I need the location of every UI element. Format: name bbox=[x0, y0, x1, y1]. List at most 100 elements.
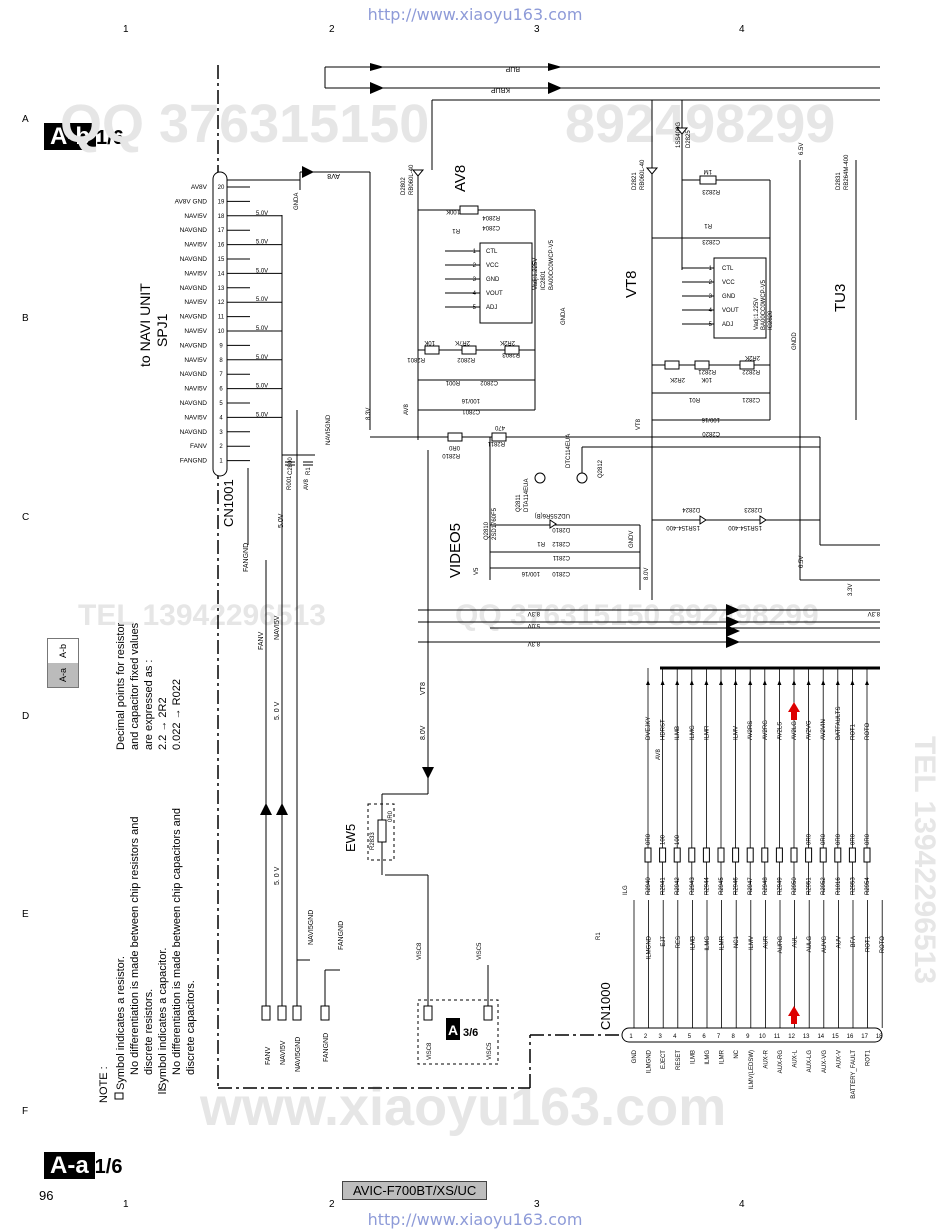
ic-part: BA00CC0WCP-V5 bbox=[549, 239, 555, 290]
part-value: 0R0 bbox=[807, 833, 813, 845]
net-label: NAVI5V bbox=[274, 615, 281, 640]
part-ref: D2831 bbox=[836, 172, 842, 190]
note-line: discrete resistors. bbox=[143, 989, 155, 1075]
ic-pin-number: 3 bbox=[709, 294, 713, 300]
resistor-bank-item bbox=[761, 847, 769, 863]
arrow-up-icon bbox=[835, 680, 840, 685]
pin-voltage: 5.0V bbox=[256, 326, 268, 332]
arrow-up-icon bbox=[850, 680, 855, 685]
watermark: TEL 13942296513 bbox=[908, 736, 941, 984]
resistor-r2822 bbox=[739, 360, 755, 370]
part-ref: C2802 bbox=[480, 379, 498, 385]
resistor-r2811 bbox=[491, 432, 507, 442]
pin-number: 18 bbox=[218, 214, 225, 220]
arrow-up-icon bbox=[762, 680, 767, 685]
block-label: AV8 bbox=[452, 165, 469, 192]
arrow-icon bbox=[726, 604, 740, 616]
net-label: 8.3V bbox=[366, 408, 372, 420]
pin-number: 2 bbox=[644, 1034, 648, 1040]
net-label: VISC8 bbox=[417, 942, 423, 960]
resistor-bank-item bbox=[644, 847, 652, 863]
arrow-icon bbox=[548, 82, 562, 94]
arrow-up-icon bbox=[719, 680, 723, 685]
sheet-tag-label: A-b bbox=[44, 123, 96, 150]
ic-pin-label: GND bbox=[722, 294, 736, 300]
pin-net: ILMV bbox=[749, 936, 755, 950]
pin-voltage: 5.0V bbox=[256, 240, 268, 246]
pad bbox=[261, 1005, 271, 1021]
resistor-bank-item bbox=[732, 847, 740, 863]
pin-name: NAVGND bbox=[180, 256, 208, 263]
rail-label: 8.3V bbox=[868, 610, 880, 616]
resistor-r2803 bbox=[504, 345, 520, 355]
part-value: 2R2K bbox=[500, 339, 515, 345]
pin-name: EJECT bbox=[661, 1050, 667, 1069]
watermark: QQ 376315150 bbox=[60, 94, 429, 154]
part-ref: R2801 bbox=[407, 356, 425, 362]
pin-number: 9 bbox=[746, 1034, 750, 1040]
net-label: ILG bbox=[623, 885, 629, 895]
ic-ref: IC2820 bbox=[768, 310, 774, 330]
pin-name: ILMG bbox=[705, 1050, 711, 1065]
part-ref: R2822 bbox=[742, 368, 760, 374]
transistor-q2812 bbox=[576, 472, 588, 484]
arrow-up-icon bbox=[260, 803, 272, 815]
note-line: discrete capacitors. bbox=[185, 980, 197, 1075]
resistor-bank-item bbox=[848, 847, 856, 863]
part-value: 0R0 bbox=[836, 833, 842, 845]
sheet-ref-label: A bbox=[448, 1022, 458, 1038]
pin-net: BFA bbox=[851, 936, 857, 947]
mini-index[interactable]: A-b A-a bbox=[47, 638, 79, 688]
ic-pin-label: ADJ bbox=[486, 305, 497, 311]
pin-name: NC bbox=[734, 1049, 740, 1058]
pin-net: ROT1 bbox=[866, 935, 872, 952]
pin-number: 20 bbox=[218, 185, 225, 191]
pin-number: 14 bbox=[218, 271, 225, 277]
pin-name: ROT1 bbox=[866, 1049, 872, 1066]
net-label: VISC5 bbox=[477, 942, 483, 960]
part-ref: C2821 bbox=[742, 396, 760, 402]
arrow-up-icon bbox=[806, 680, 811, 685]
watermark: QQ 376315150 892498299 bbox=[455, 599, 819, 632]
resistor-bank-item bbox=[834, 847, 842, 863]
footer-url[interactable]: http://www.xiaoyu163.com bbox=[367, 1210, 583, 1229]
net-label: 6.5V bbox=[799, 556, 805, 568]
diode-d2802 bbox=[411, 169, 425, 177]
resistor-r2821b bbox=[694, 360, 710, 370]
part-value: 1SR154-400 bbox=[728, 524, 762, 530]
pin-net: AUR bbox=[763, 935, 769, 948]
part-ref: D2802 bbox=[401, 177, 407, 195]
net-label: 5. 0 V bbox=[274, 701, 281, 720]
part-ref: R2833 bbox=[370, 832, 376, 850]
pin-net: ILMG bbox=[705, 936, 711, 951]
pin-name: AUX-L bbox=[793, 1049, 799, 1067]
decimal-note-line: are expressed as : bbox=[143, 660, 155, 751]
ic-ref: IC2801 bbox=[541, 270, 547, 290]
pin-name: NAVI5V bbox=[184, 328, 207, 335]
ic-pin-label: ADJ bbox=[722, 322, 733, 328]
part-value: 470 bbox=[494, 424, 505, 430]
ic-part: BA00CC0WCP-V5 bbox=[761, 279, 767, 330]
bus-signal: ILMR bbox=[704, 725, 710, 740]
col-number: 3 bbox=[534, 1199, 540, 1210]
net-label: NAVI5GND bbox=[308, 910, 315, 945]
pin-voltage: 5.0V bbox=[256, 297, 268, 303]
net-label: AV8 bbox=[327, 172, 340, 179]
bus-signal: DVEJKY bbox=[646, 717, 652, 740]
pin-number: 5 bbox=[688, 1034, 692, 1040]
header-url[interactable]: http://www.xiaoyu163.com bbox=[367, 5, 583, 24]
bus-signal: AV2VIN bbox=[821, 719, 827, 740]
part-value: R1 bbox=[704, 222, 712, 228]
pin-name: AV8V GND bbox=[175, 198, 208, 205]
pin-net: ILMR bbox=[720, 935, 726, 950]
transistor-q2811 bbox=[534, 472, 546, 484]
pin-number: 9 bbox=[219, 343, 223, 349]
part-value: 2R2K bbox=[745, 354, 760, 360]
resistor-bank-item bbox=[746, 847, 754, 863]
pin-voltage: 5.0V bbox=[256, 268, 268, 274]
resistor-r2804 bbox=[459, 205, 479, 215]
pin-number: 10 bbox=[759, 1034, 766, 1040]
ic-pin-number: 3 bbox=[473, 277, 477, 283]
arrow-icon bbox=[370, 82, 384, 94]
